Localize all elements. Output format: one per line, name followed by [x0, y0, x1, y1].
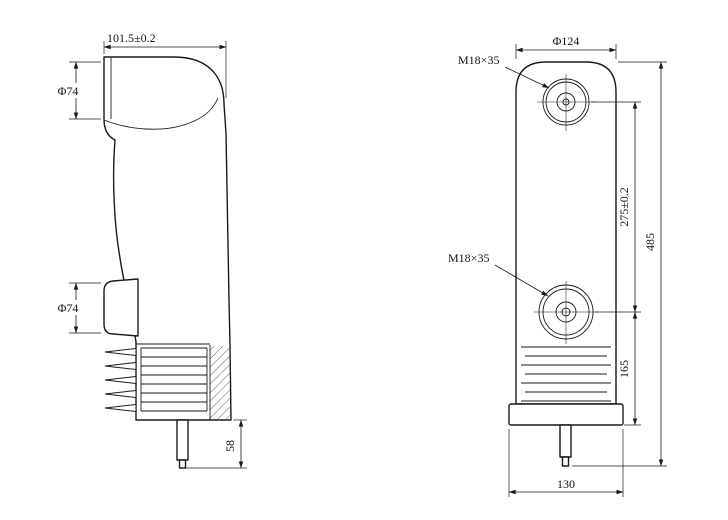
leader-line-upper-thread: [504, 66, 550, 89]
right-view: [508, 61, 624, 467]
fin-spikes: [104, 347, 137, 413]
section-hatch: [210, 346, 231, 420]
dim-bushing-diameter-label: Φ74: [58, 301, 79, 315]
dim-terminal-spacing-label: 275±0.2: [617, 187, 631, 227]
right-stem-tip: [561, 456, 570, 467]
dim-base-width-label: 130: [557, 477, 575, 491]
left-view: [103, 56, 232, 469]
terminal-ring: [545, 81, 587, 123]
right-view-dimensions: Φ124 M18×35 M18×35 275±0.2 165 485 130: [448, 34, 667, 497]
terminal-center-dot: [562, 98, 570, 106]
label-mask: [51, 300, 87, 315]
terminal-ring: [542, 288, 590, 336]
lower-terminal: [534, 281, 598, 344]
rib-lines: [521, 346, 611, 402]
fin-spike: [104, 361, 137, 371]
arm-underside-line: [103, 97, 219, 130]
bellows-coil: [140, 347, 208, 412]
left-view-dimensions: 101.5±0.2 Φ74 Φ74 58: [51, 31, 247, 469]
dim-top-width-label: 101.5±0.2: [107, 31, 156, 45]
pole-front-body: [515, 61, 617, 405]
thread-upper-label: M18×35: [458, 53, 499, 67]
fin-spike: [104, 347, 137, 357]
terminal-hole: [556, 92, 576, 112]
right-stem: [559, 424, 572, 458]
dim-arm-diameter-label: Φ74: [58, 84, 79, 98]
terminal-hole: [555, 301, 577, 323]
fin-spike: [104, 375, 137, 385]
lower-bushing: [103, 278, 139, 337]
left-stem: [176, 419, 189, 461]
terminal-outer-circle: [538, 284, 594, 340]
terminal-outer-circle: [542, 78, 590, 126]
dim-lower-section-label: 165: [617, 360, 631, 378]
dim-stem-length-label: 58: [223, 440, 237, 452]
terminal-center-dot: [561, 307, 571, 317]
pole-base: [508, 403, 624, 426]
thread-lower-label: M18×35: [448, 251, 489, 265]
leader-line-lower-thread: [494, 264, 549, 297]
label-mask: [51, 83, 87, 98]
fin-spike: [104, 389, 137, 399]
left-stem-tip: [178, 459, 187, 469]
dim-top-diameter-label: Φ124: [553, 34, 580, 48]
dim-total-height-label: 485: [643, 233, 657, 251]
upper-terminal: [537, 74, 595, 131]
fin-spike: [104, 403, 137, 413]
